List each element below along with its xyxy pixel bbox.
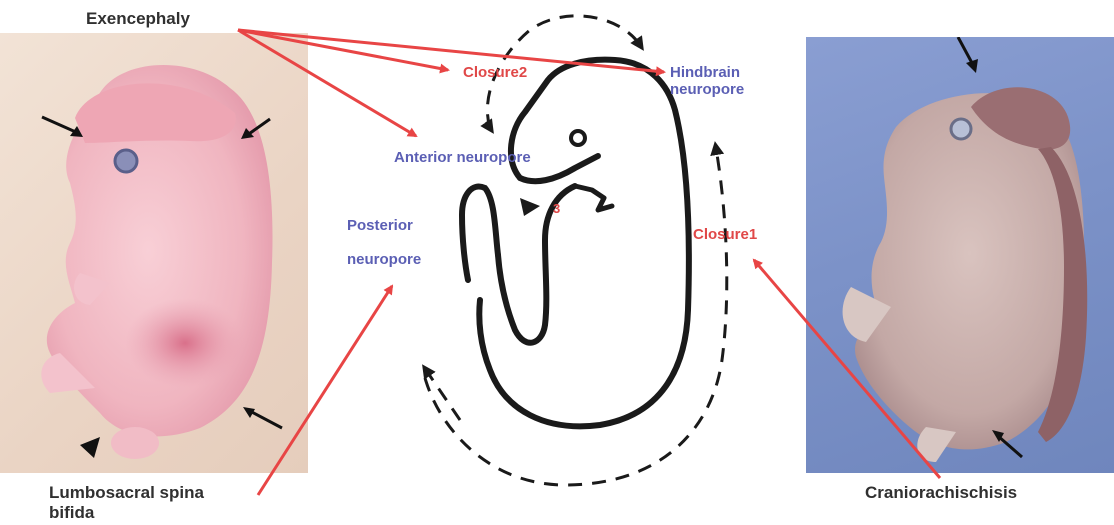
embryo-outline-tail (462, 187, 498, 280)
label-closure3: 3 (553, 202, 560, 217)
label-posterior-neuropore-line1: Posterior (347, 217, 413, 234)
label-anterior-neuropore: Anterior neuropore (394, 149, 531, 166)
label-exencephaly: Exencephaly (86, 9, 190, 29)
embryo-outline-back (479, 60, 689, 427)
label-closure1: Closure1 (693, 226, 757, 243)
closure1-dashed-arrow (425, 148, 727, 485)
posterior-dashed-arrow (426, 370, 460, 420)
label-craniorachischisis: Craniorachischisis (865, 483, 1017, 503)
embryo-outline-face (520, 156, 598, 181)
label-posterior-neuropore-line2: neuropore (347, 251, 421, 268)
pointer-exencephaly-hindbrain (238, 30, 664, 72)
embryo-outline-inner (498, 186, 575, 343)
diagram-eye (571, 131, 585, 145)
embryo-outline-jaw (575, 186, 612, 210)
pointer-spina-bifida-posterior (258, 286, 392, 495)
label-closure2: Closure2 (463, 64, 527, 81)
pointer-craniorachischisis-closure1 (754, 260, 940, 478)
closure3-arrowhead (520, 198, 540, 216)
label-lumbosacral-spina-bifida: Lumbosacral spina bifida (49, 483, 204, 522)
label-hindbrain-neuropore: Hindbrain neuropore (670, 64, 744, 99)
